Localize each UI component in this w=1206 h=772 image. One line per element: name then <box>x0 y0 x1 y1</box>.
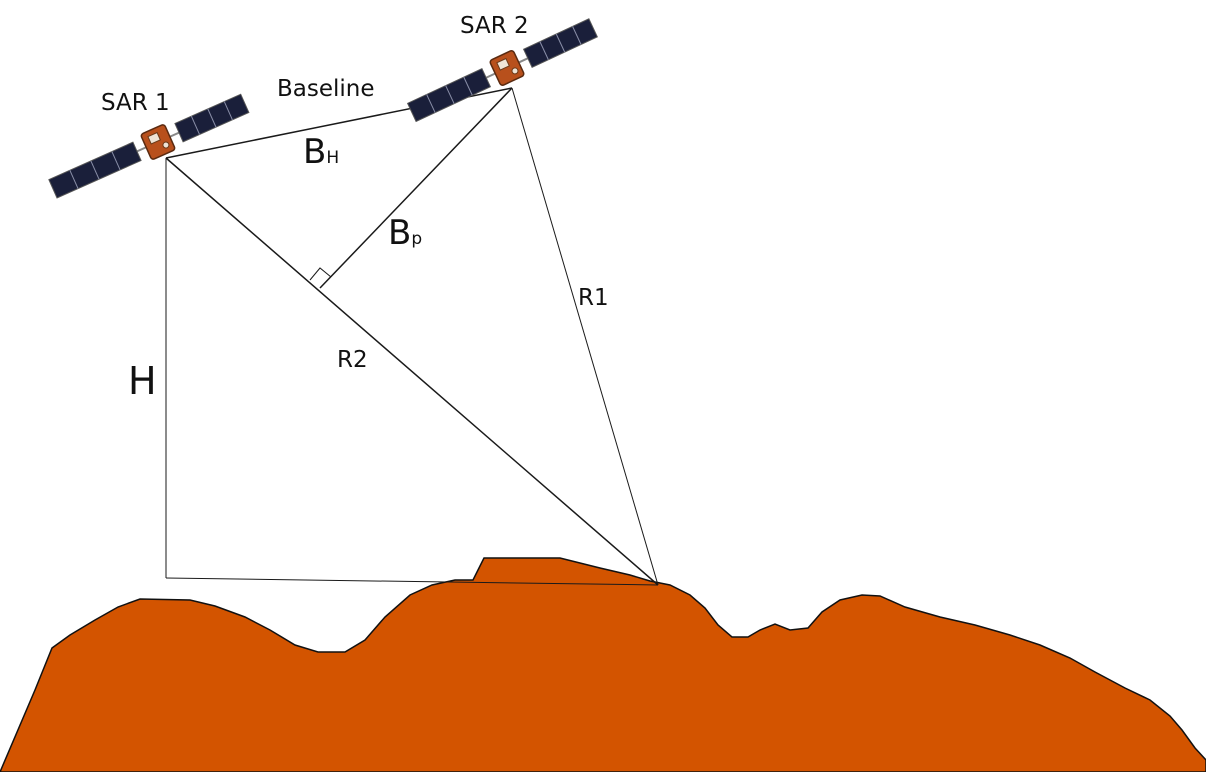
h-label: H <box>128 359 157 403</box>
ground-line <box>165 577 659 586</box>
satellite-icon <box>48 93 250 199</box>
bp-subscript: p <box>411 229 422 249</box>
sar2-label: SAR 2 <box>460 13 529 39</box>
solar-panel-left <box>406 67 492 123</box>
bh-label: BH <box>303 132 339 172</box>
geometry-lines <box>165 87 659 586</box>
solar-panel-right <box>522 18 598 69</box>
solar-panel-right <box>174 93 250 143</box>
r2-label: R2 <box>337 347 368 373</box>
right-angle-icon <box>309 267 332 281</box>
bp-label: Bp <box>388 213 422 253</box>
perpendicular-baseline-line <box>319 87 513 289</box>
r2-range-line <box>165 157 659 586</box>
bh-subscript: H <box>326 148 339 168</box>
bh-main: B <box>303 132 326 172</box>
bp-main: B <box>388 213 411 253</box>
sar1-label: SAR 1 <box>101 90 170 116</box>
r1-range-line <box>511 87 659 586</box>
r1-label: R1 <box>578 285 609 311</box>
baseline-label: Baseline <box>277 76 375 102</box>
solar-panel-left <box>48 141 142 199</box>
satellite-icon <box>406 18 598 123</box>
terrain <box>0 557 1206 772</box>
